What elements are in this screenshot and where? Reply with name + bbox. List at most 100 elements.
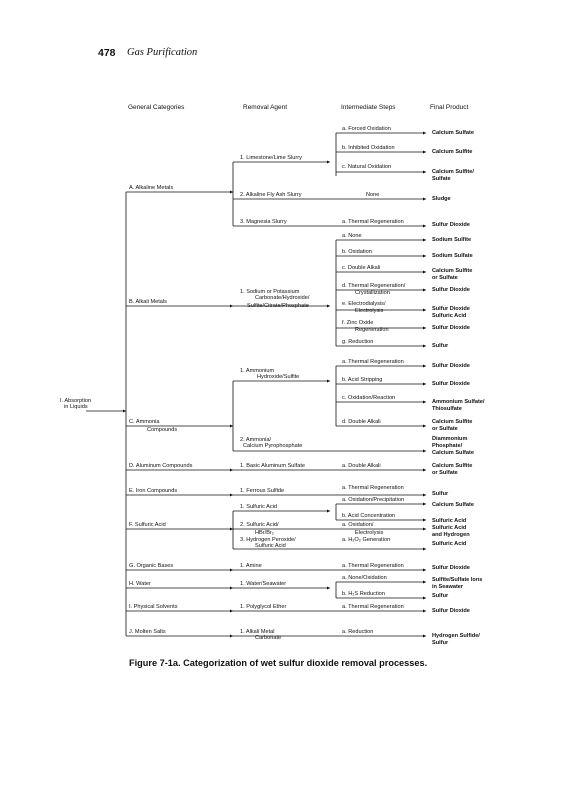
product-b-a: Sodium Sulfite	[432, 237, 472, 243]
category-b: B. Alkali Metals	[129, 299, 167, 305]
step-f-a: a. Oxidation/Precipitation	[342, 497, 405, 503]
product-b-b: Sodium Sulfate	[432, 253, 473, 259]
product-g: Sulfur Dioxide	[432, 565, 470, 571]
product-c-c: Ammonium Sulfate/	[432, 399, 485, 405]
step-b-a: a. None	[342, 233, 362, 239]
product-a1a: Calcium Sulfate	[432, 130, 474, 136]
step-b-d: d. Thermal Regeneration/	[342, 283, 406, 289]
product-b-g: Sulfur	[432, 343, 449, 349]
step-b-c: c. Double Alkali	[342, 265, 381, 271]
agent-c1-line2: Hydroxide/Sulfite	[257, 374, 300, 380]
step-a3a: a. Thermal Regeneration	[342, 219, 404, 225]
step-b-f: f. Zinc Oxide	[342, 320, 374, 326]
product-f-a: Calcium Sulfate	[432, 502, 474, 508]
step-b-d-line2: Crystallization	[355, 290, 390, 296]
agent-b1: 1. Sodium or Potassium	[240, 289, 300, 295]
product-a3: Sulfur Dioxide	[432, 222, 470, 228]
running-head: Gas Purification	[127, 47, 198, 58]
agent-c2-line2: Calcium Pyrophosphate	[243, 443, 303, 449]
agent-a3: 3. Magnesia Slurry	[240, 219, 287, 225]
step-f-d: a. H₂O₂ Generation	[342, 537, 391, 543]
category-g: G. Organic Bases	[129, 563, 174, 569]
step-f-c: a. Oxidation/	[342, 522, 374, 528]
product-c-e-line2: Phosphate/	[432, 443, 463, 449]
product-j: Hydrogen Sulfide/	[432, 633, 480, 639]
product-d-line2: or Sulfate	[432, 470, 458, 476]
product-c-d: Calcium Sulfite	[432, 419, 473, 425]
step-f-b: b. Acid Concentration	[342, 513, 396, 519]
product-e: Sulfur	[432, 491, 449, 497]
step-a1a: a. Forced Oxidation	[342, 126, 391, 132]
step-a1b: b. Inhibited Oxidation	[342, 145, 395, 151]
agent-b1-line3: Sulfite/Citrate/Phosphate	[247, 303, 309, 309]
step-c-b: b. Acid Stripping	[342, 377, 383, 383]
step-d-a: a. Double Alkali	[342, 463, 381, 469]
product-a1c: Calcium Sulfite/	[432, 169, 474, 175]
product-b-c: Calcium Sulfite	[432, 268, 473, 274]
agent-f3-line2: Sulfuric Acid	[255, 543, 286, 549]
category-a: A. Alkaline Metals	[129, 185, 174, 191]
agent-g1: 1. Amine	[240, 563, 262, 569]
agent-i1: 1. Polyglycol Ether	[240, 604, 287, 610]
page-number: 478	[98, 47, 116, 59]
product-c-e-line3: Calcium Sulfate	[432, 450, 474, 456]
agent-j1: 1. Alkali Metal	[240, 629, 275, 635]
product-c-d-line2: or Sulfate	[432, 426, 458, 432]
agent-e1: 1. Ferrous Sulfide	[240, 488, 285, 494]
product-b-e: Sulfur Dioxide	[432, 306, 470, 312]
step-b-e: e. Electrodialysis/	[342, 301, 386, 307]
step-c-c: c. Oxidation/Reaction	[342, 395, 396, 401]
agent-c2: 2. Ammonia/	[240, 437, 272, 443]
category-c-line2: Compounds	[147, 427, 178, 433]
agent-c1: 1. Ammonium	[240, 368, 275, 374]
product-f-d: Sulfuric Acid	[432, 541, 467, 547]
step-e-a: a. Thermal Regeneration	[342, 485, 404, 491]
category-i: I. Physical Solvents	[129, 604, 178, 610]
column-header-steps: Intermediate Steps	[341, 104, 396, 111]
agent-a1: 1. Limestone/Lime Slurry	[240, 155, 302, 161]
category-f: F. Sulfuric Acid	[129, 522, 166, 528]
product-f-c-line2: and Hydrogen	[432, 532, 470, 538]
column-header-agent: Removal Agent	[243, 104, 288, 111]
product-b-f: Sulfur Dioxide	[432, 325, 470, 331]
product-d: Calcium Sulfite	[432, 463, 473, 469]
product-j-line2: Sulfur	[432, 640, 449, 646]
product-i: Sulfur Dioxide	[432, 608, 470, 614]
column-header-product: Final Product	[430, 104, 469, 111]
product-c-c-line2: Thiosulfate	[432, 406, 462, 412]
product-c-a: Sulfur Dioxide	[432, 363, 470, 369]
product-h: Sulfite/Sulfate Ions	[432, 577, 483, 583]
agent-f1: 1. Sulfuric Acid	[240, 504, 277, 510]
step-g-a: a. Thermal Regeneration	[342, 563, 404, 569]
product-h-line3: Sulfur	[432, 593, 449, 599]
step-h-a: a. None/Oxidation	[342, 575, 387, 581]
step-b-e-line2: Electrolysis	[355, 308, 384, 314]
product-f-c: Sulfuric Acid	[432, 525, 467, 531]
step-f-c-line2: Electrolysis	[355, 530, 384, 536]
product-a1b: Calcium Sulfite	[432, 149, 473, 155]
step-b-f-line2: Regeneration	[355, 327, 389, 333]
product-f-b: Sulfuric Acid	[432, 518, 467, 524]
step-h-b: b. H₂S Reduction	[342, 591, 385, 597]
step-j-a: a. Reduction	[342, 629, 374, 635]
product-a1c-line2: Sulfate	[432, 176, 451, 182]
category-j: J. Molten Salts	[129, 629, 166, 635]
root-label-line1: I. Absorption	[60, 398, 92, 404]
product-b-e-line2: Sulfuric Acid	[432, 313, 467, 319]
figure-caption: Figure 7-1a. Categorization of wet sulfu…	[129, 658, 428, 668]
agent-b1-line2: Carbonate/Hydroxide/	[255, 295, 310, 301]
step-a1c: c. Natural Oxidation	[342, 164, 392, 170]
root-label-line2: in Liquids	[64, 404, 88, 410]
agent-a2: 2. Alkaline Fly Ash Slurry	[240, 192, 302, 198]
agent-f2-line2: HBr/Br₂	[255, 530, 274, 536]
agent-f3: 3. Hydrogen Peroxide/	[240, 537, 296, 543]
agent-h1: 1. Water/Seawater	[240, 581, 287, 587]
agent-f2: 2. Sulfuric Acid/	[240, 522, 279, 528]
agent-j1-line2: Carbonate	[255, 635, 282, 641]
product-h-line2: in Seawater	[432, 584, 464, 590]
step-a2: None	[366, 192, 380, 198]
column-header-general: General Categories	[128, 104, 185, 111]
category-d: D. Aluminum Compounds	[129, 463, 193, 469]
step-b-b: b. Oxidation	[342, 249, 372, 255]
product-c-b: Sulfur Dioxide	[432, 381, 470, 387]
